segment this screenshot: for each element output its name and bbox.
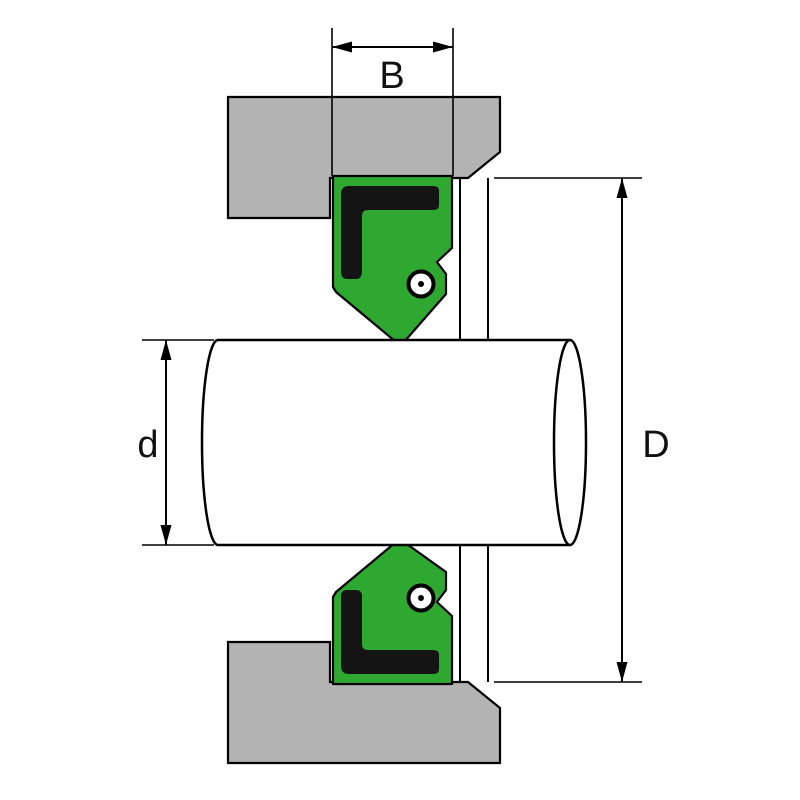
d-arrowhead-up bbox=[160, 340, 172, 360]
seal-bottom bbox=[331, 540, 454, 686]
shaft bbox=[200, 338, 588, 547]
b-arrowhead-right bbox=[433, 41, 453, 53]
dimension-b: B bbox=[331, 28, 454, 176]
seal-top-insert bbox=[341, 186, 439, 279]
dimension-b-label: B bbox=[379, 55, 404, 97]
garter-spring-top-center-dot bbox=[418, 281, 424, 287]
dimension-d-label: d bbox=[137, 424, 158, 466]
shaft-end-face-edge bbox=[552, 338, 571, 547]
outer-arrowhead-up bbox=[616, 178, 628, 198]
housing bbox=[226, 95, 502, 765]
seal-bottom-insert bbox=[341, 590, 439, 674]
d-arrowhead-down bbox=[160, 525, 172, 545]
b-arrowhead-left bbox=[332, 41, 352, 53]
seal-top bbox=[331, 174, 454, 344]
dimension-d-outer: D bbox=[494, 177, 670, 683]
dimension-outer-label: D bbox=[642, 424, 669, 466]
shaft-body bbox=[200, 338, 588, 547]
garter-spring-bottom-center-dot bbox=[418, 595, 424, 601]
dimension-d-shaft: d bbox=[137, 339, 214, 546]
seal-top-body bbox=[331, 174, 454, 344]
outer-arrowhead-down bbox=[616, 662, 628, 682]
